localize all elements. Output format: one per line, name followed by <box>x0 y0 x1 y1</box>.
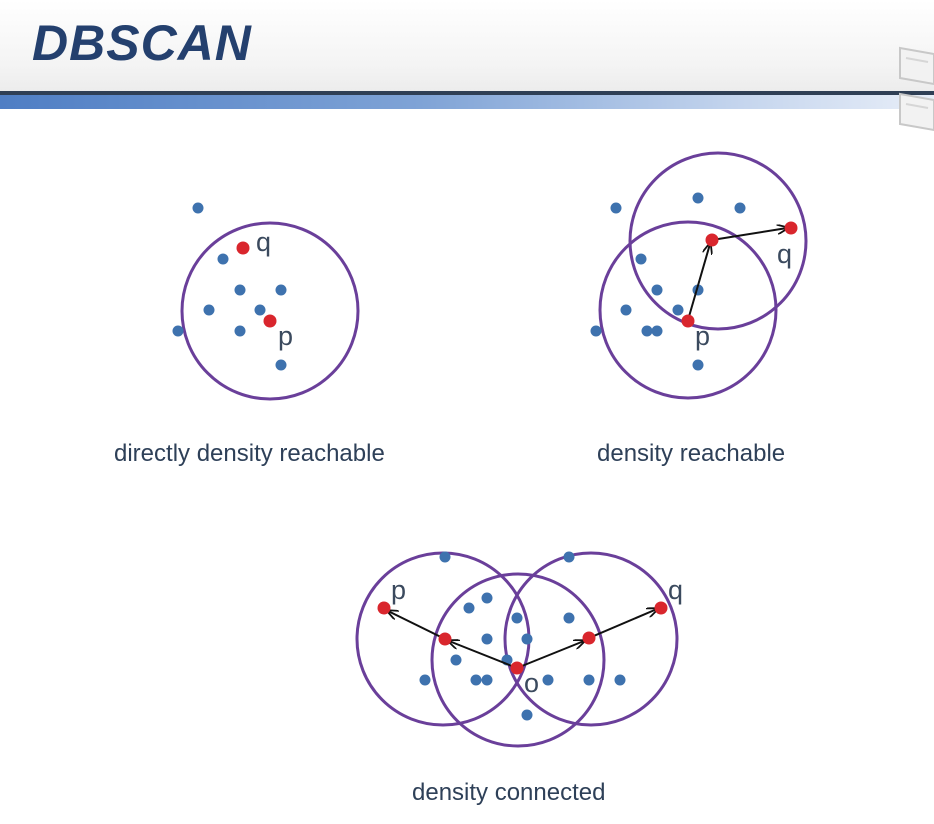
label-q: q <box>777 239 792 269</box>
direct-reachability-diagram: q p <box>172 202 360 401</box>
corner-logo-icon <box>899 46 934 132</box>
label-p: p <box>278 321 293 351</box>
data-point <box>192 202 204 214</box>
data-point <box>275 359 287 371</box>
data-point <box>234 284 246 296</box>
slide-title: DBSCAN <box>32 15 252 71</box>
data-point <box>172 325 184 337</box>
reachability-arrow <box>687 244 710 321</box>
data-point <box>641 325 653 337</box>
slide-header <box>0 0 934 92</box>
data-point <box>590 325 602 337</box>
data-point <box>734 202 746 214</box>
density-reachable-diagram: q p <box>590 151 808 400</box>
data-point <box>563 612 575 624</box>
data-point <box>419 674 431 686</box>
label-q: q <box>256 227 271 257</box>
data-point <box>672 304 684 316</box>
intermediate-point <box>582 631 596 645</box>
caption-density-connected: density connected <box>412 779 606 806</box>
eps-neighborhood-circle <box>430 572 606 748</box>
point-q <box>236 241 250 255</box>
data-point <box>481 633 493 645</box>
point-p <box>377 601 391 615</box>
header-divider-line <box>0 91 934 95</box>
intermediate-point <box>705 233 719 247</box>
connection-arrow <box>588 609 657 639</box>
data-point <box>521 709 533 721</box>
connection-arrow <box>516 641 584 669</box>
eps-neighborhood-circle <box>180 221 360 401</box>
data-point <box>450 654 462 666</box>
label-p: p <box>391 575 406 605</box>
data-point <box>692 192 704 204</box>
data-point <box>521 633 533 645</box>
label-o: o <box>524 668 539 698</box>
data-point <box>481 674 493 686</box>
header-accent-bar <box>0 95 934 109</box>
data-point <box>651 325 663 337</box>
data-point <box>470 674 482 686</box>
caption-directly-density-reachable: directly density reachable <box>114 440 385 467</box>
data-point <box>234 325 246 337</box>
label-p: p <box>695 321 710 351</box>
point-p <box>681 314 695 328</box>
data-point <box>651 284 663 296</box>
intermediate-point <box>438 632 452 646</box>
data-point <box>203 304 215 316</box>
connection-arrow <box>449 641 518 669</box>
data-point <box>481 592 493 604</box>
data-point <box>254 304 266 316</box>
data-point <box>511 612 523 624</box>
eps-neighborhood-circle <box>598 220 778 400</box>
data-point <box>620 304 632 316</box>
data-point <box>583 674 595 686</box>
data-point <box>635 253 647 265</box>
eps-neighborhood-circle <box>628 151 808 331</box>
point-q <box>654 601 668 615</box>
data-point <box>614 674 626 686</box>
data-point <box>275 284 287 296</box>
data-point <box>542 674 554 686</box>
connection-arrow <box>388 611 446 640</box>
point-q <box>784 221 798 235</box>
data-point <box>610 202 622 214</box>
data-point <box>217 253 229 265</box>
point-o <box>510 661 524 675</box>
data-point <box>563 551 575 563</box>
density-connected-diagram: p q o <box>355 551 683 748</box>
reachability-arrow <box>711 228 787 241</box>
data-point <box>692 359 704 371</box>
data-point <box>463 602 475 614</box>
data-point <box>439 551 451 563</box>
point-p <box>263 314 277 328</box>
label-q: q <box>668 575 683 605</box>
caption-density-reachable: density reachable <box>597 440 786 467</box>
eps-neighborhood-circle <box>503 551 679 727</box>
